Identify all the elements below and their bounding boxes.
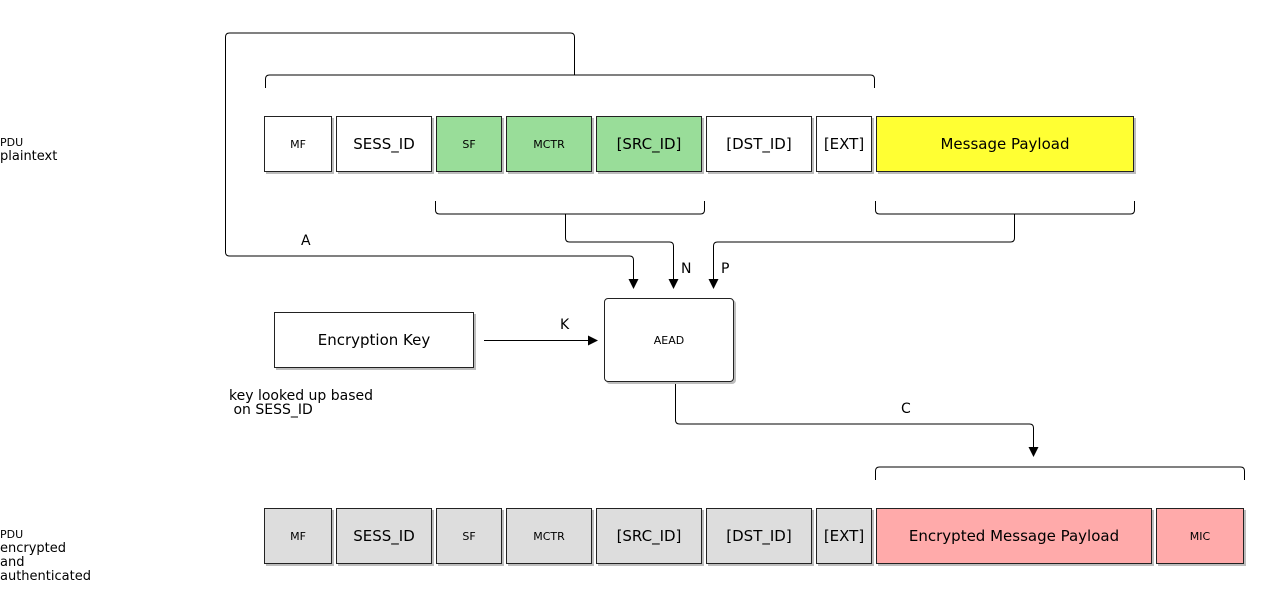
and-label-text: and [0, 555, 25, 570]
field-ext: [EXT] [816, 116, 872, 172]
field-dst-id: [DST_ID] [706, 508, 812, 564]
field-src-id: [SRC_ID] [596, 508, 702, 564]
field-src-id: [SRC_ID] [596, 116, 702, 172]
bracket-ciphertext [875, 466, 1245, 480]
arrow-label-a: A [301, 233, 311, 249]
field-encrypted-payload: Encrypted Message Payload [876, 508, 1152, 564]
plaintext-pdu-label: PDU plaintext [0, 136, 57, 164]
key-lookup-note: key looked up based on SESS_ID [229, 388, 374, 418]
field-sess-id: SESS_ID [336, 116, 432, 172]
arrow-a-path [225, 32, 639, 289]
field-ext: [EXT] [816, 508, 872, 564]
field-mf: MF [264, 508, 332, 564]
bracket-aad [265, 74, 875, 88]
bracket-payload [875, 201, 1135, 215]
authenticated-label-text: authenticated [0, 569, 91, 584]
field-dst-id: [DST_ID] [706, 116, 812, 172]
arrow-c-path [675, 383, 1039, 457]
field-mf: MF [264, 116, 332, 172]
aead-box: AEAD [604, 298, 734, 382]
field-sf: SF [436, 508, 502, 564]
field-message-payload: Message Payload [876, 116, 1134, 172]
arrow-label-p: P [721, 261, 730, 277]
encryption-key-box: Encryption Key [274, 312, 474, 368]
arrow-p-path [708, 214, 1015, 289]
encrypted-pdu-label: PDU encrypted and authenticated [0, 528, 91, 584]
arrow-n-path [565, 214, 679, 289]
plaintext-label-text: plaintext [0, 149, 58, 164]
encrypted-label-text: encrypted [0, 541, 67, 556]
arrow-label-k: K [560, 317, 570, 333]
bracket-nonce [435, 201, 705, 215]
field-mctr: MCTR [506, 508, 592, 564]
pdu-label-text: PDU [0, 136, 24, 149]
field-mctr: MCTR [506, 116, 592, 172]
field-sess-id: SESS_ID [336, 508, 432, 564]
field-sf: SF [436, 116, 502, 172]
arrow-label-n: N [681, 261, 692, 277]
arrow-label-c: C [901, 401, 911, 417]
pdu-label-text: PDU [0, 528, 24, 541]
field-mic: MIC [1156, 508, 1244, 564]
